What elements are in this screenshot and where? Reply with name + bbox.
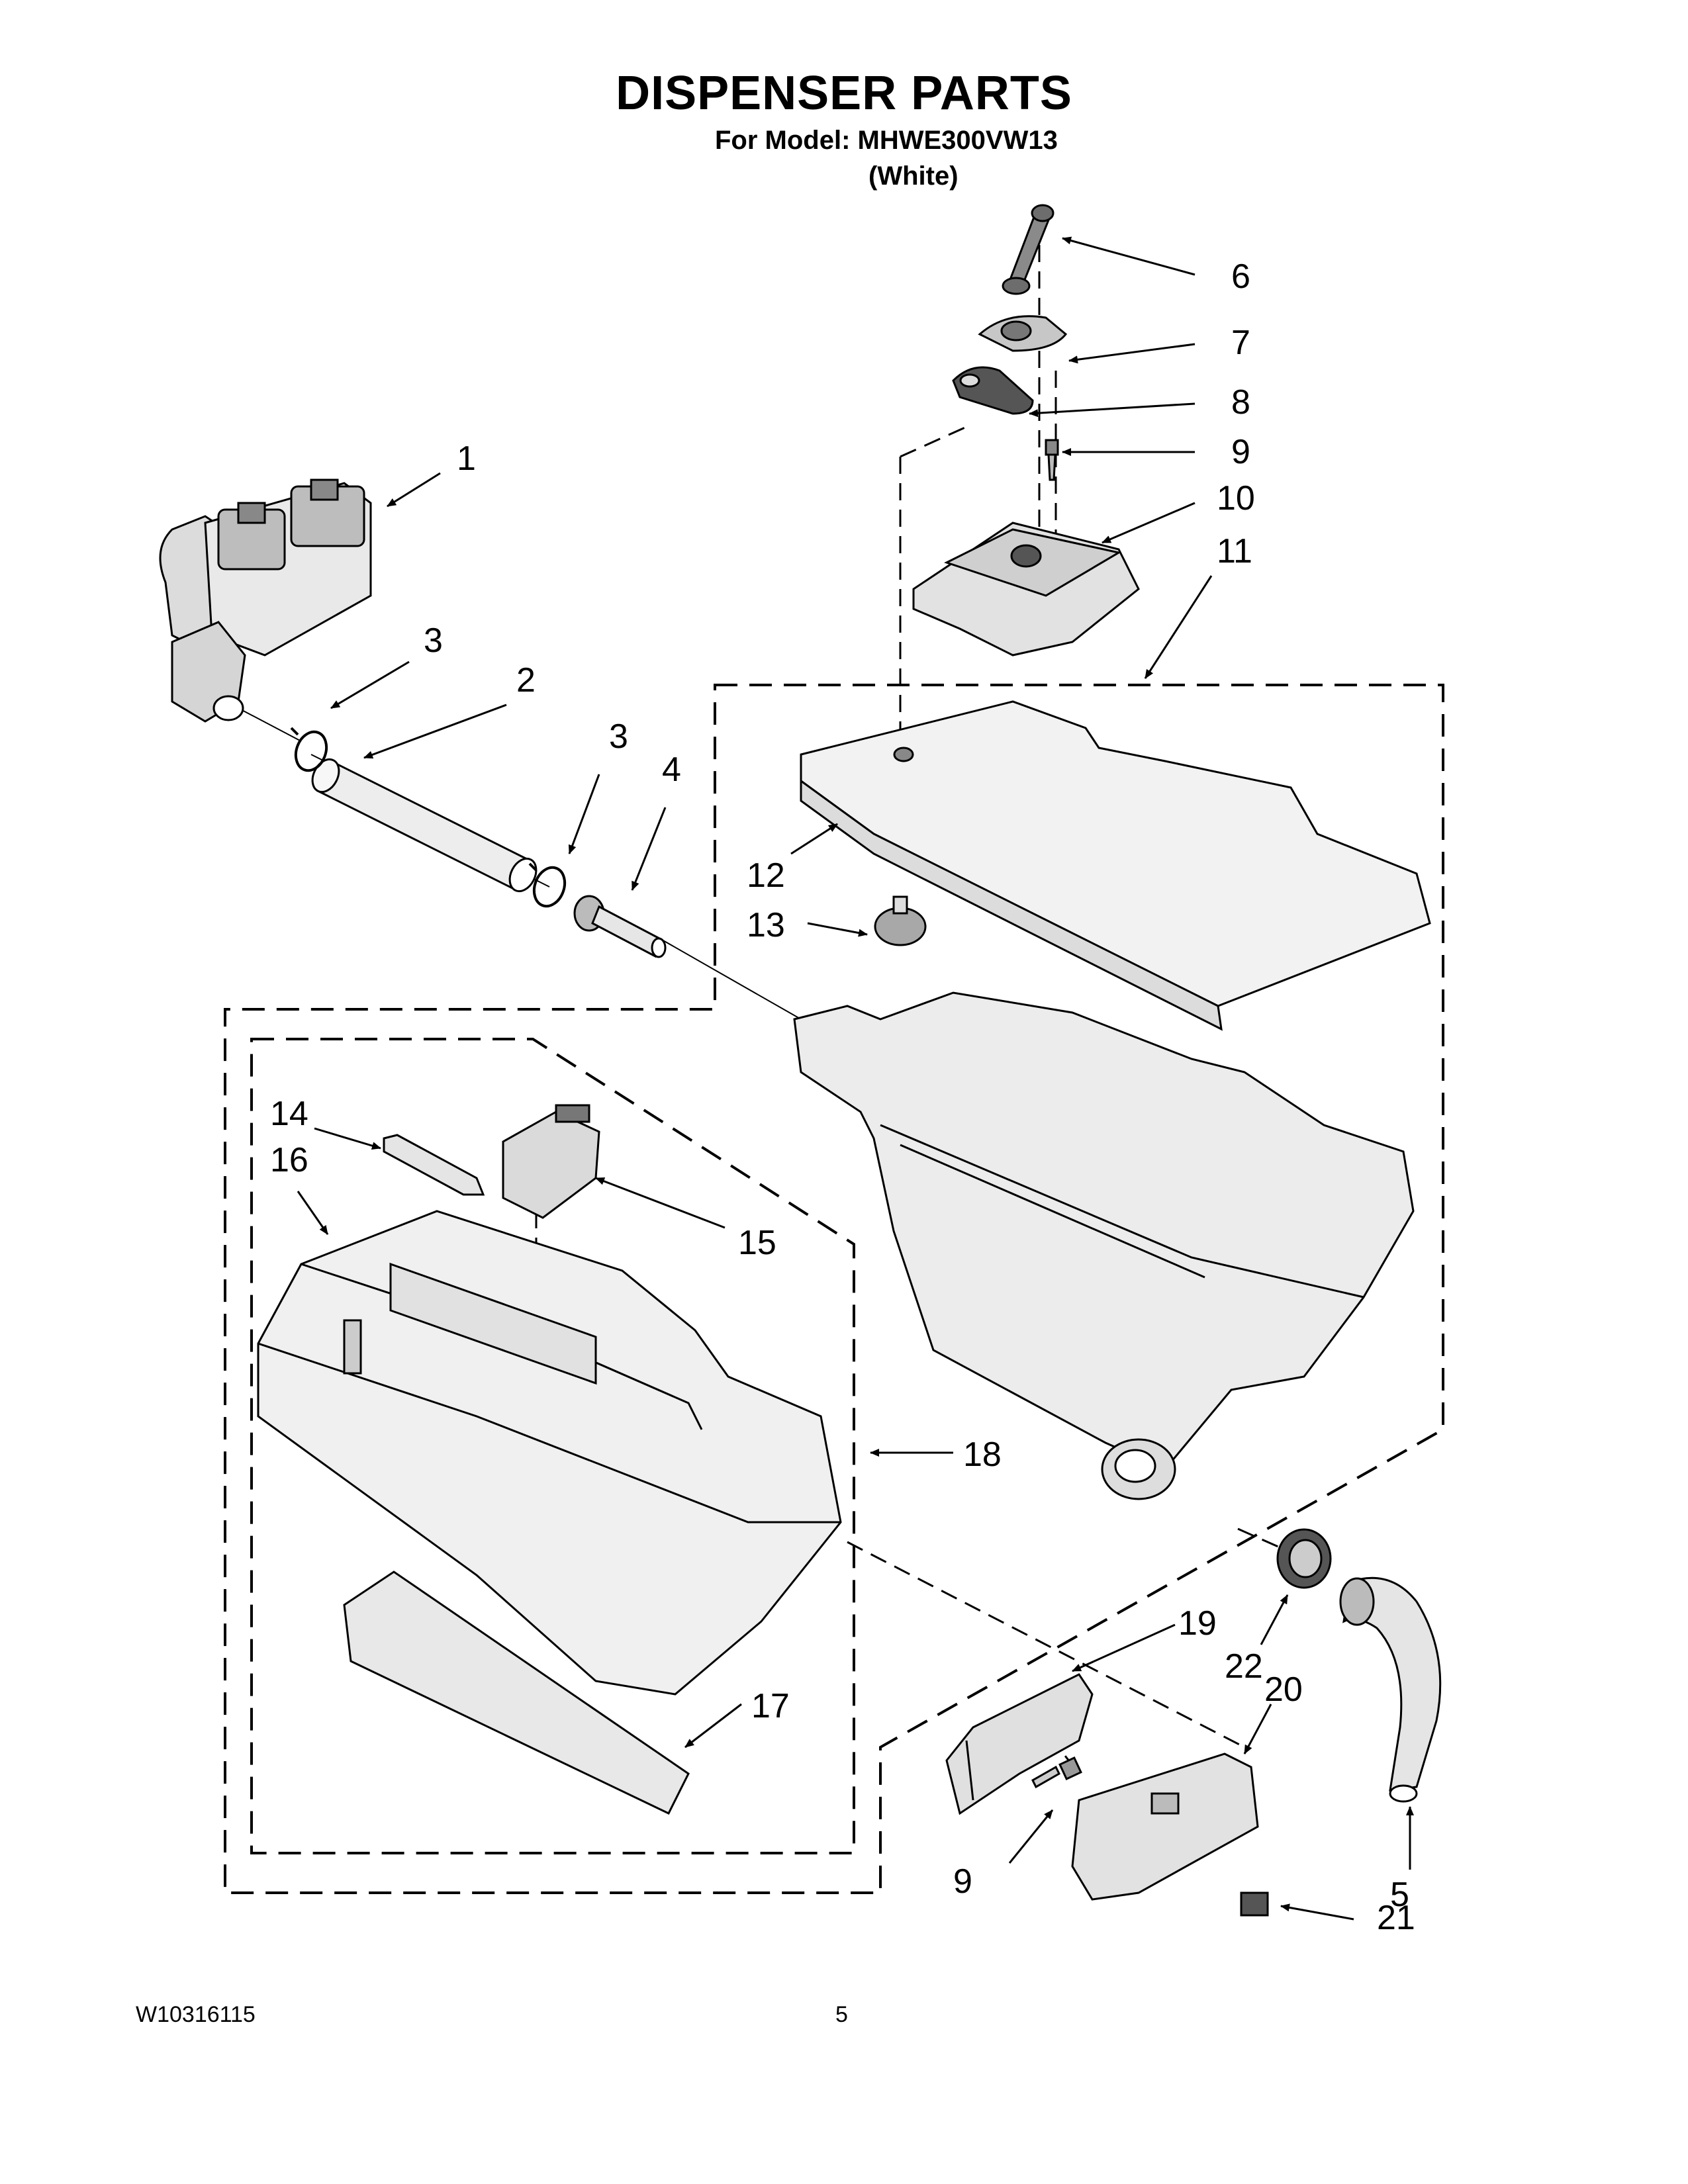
part-9-screw-bottom: [1031, 1756, 1082, 1789]
page-title: DISPENSER PARTS: [616, 67, 1072, 120]
model-line: For Model: MHWE300VW13: [715, 126, 1058, 155]
callout-11: 11: [1217, 532, 1252, 570]
part-17-drawer-front: [343, 1570, 690, 1815]
leader-20: [1243, 1704, 1272, 1754]
leader-7: [1068, 343, 1196, 364]
callout-6: 6: [1231, 257, 1250, 296]
leader-1: [387, 472, 441, 508]
callout-8: 8: [1231, 383, 1250, 422]
part-7-cam: [978, 315, 1068, 352]
leader-14: [314, 1127, 381, 1150]
callout-17: 17: [751, 1687, 790, 1725]
part-22-seal: [1276, 1528, 1332, 1589]
part-21-tab: [1240, 1891, 1269, 1917]
callout-1: 1: [457, 439, 476, 478]
leader-3b: [568, 774, 600, 854]
leader-9b: [1008, 1809, 1054, 1864]
callout-3b: 3: [609, 717, 628, 756]
part-16-drawer: [257, 1210, 842, 1696]
leader-12: [790, 823, 838, 855]
part-8-gasket: [952, 366, 1034, 415]
callout-18: 18: [963, 1435, 1002, 1474]
assembly-11-boundary: [224, 684, 1444, 1894]
part-20-cover: [1071, 1752, 1259, 1901]
part-3-clamp-left: [290, 727, 328, 772]
callout-14: 14: [270, 1095, 308, 1133]
part-10-actuator: [912, 522, 1140, 657]
leader-8: [1029, 402, 1196, 418]
color-line: (White): [868, 161, 959, 191]
part-14-clip: [383, 1134, 485, 1196]
leader-6: [1062, 236, 1196, 276]
callout-2: 2: [516, 661, 536, 700]
callout-7: 7: [1231, 324, 1250, 362]
callout-10: 10: [1217, 479, 1255, 518]
part-9-screw-top: [1045, 439, 1059, 481]
part-19-bracket: [945, 1673, 1094, 1815]
leader-13: [807, 922, 868, 937]
callout-3a: 3: [424, 621, 443, 660]
callout-13: 13: [747, 906, 785, 944]
part-15-siphon: [502, 1104, 600, 1219]
part-5-hose-elbow: [1339, 1576, 1442, 1803]
callout-19: 19: [1178, 1604, 1217, 1643]
callout-20: 20: [1264, 1670, 1303, 1709]
callout-9-bottom: 9: [953, 1862, 972, 1901]
leader-17: [684, 1703, 742, 1749]
part-4-nozzle: [573, 895, 667, 958]
leader-22: [1260, 1594, 1289, 1645]
part-2-hose: [311, 758, 538, 893]
doc-number: W10316115: [136, 2002, 256, 2027]
leader-16: [297, 1191, 329, 1235]
part-13-knob: [874, 895, 927, 946]
leader-15: [595, 1177, 726, 1229]
page-number: 5: [835, 2002, 848, 2027]
callout-16: 16: [270, 1141, 308, 1179]
part-18-housing: [793, 991, 1415, 1500]
callout-12: 12: [747, 856, 785, 895]
part-3-clamp-right: [528, 862, 567, 908]
leader-10: [1102, 502, 1196, 544]
callout-5: 5: [1390, 1876, 1409, 1914]
assembly-18-boundary: [250, 1038, 855, 1854]
callout-9-top: 9: [1231, 433, 1250, 471]
dispenser-cover: [800, 700, 1431, 1031]
callout-22: 22: [1225, 1647, 1263, 1686]
part-6-lever: [1002, 204, 1055, 295]
leader-11: [1144, 575, 1213, 679]
callout-4: 4: [662, 751, 681, 789]
callout-21: 21: [1377, 1899, 1415, 1937]
leader-3a: [330, 660, 410, 709]
leader-19: [1072, 1623, 1176, 1672]
leader-4: [631, 807, 667, 891]
leader-2: [363, 704, 507, 759]
part-1-water-valve: [159, 478, 372, 723]
callout-15: 15: [738, 1224, 776, 1262]
leader-21: [1280, 1903, 1354, 1921]
